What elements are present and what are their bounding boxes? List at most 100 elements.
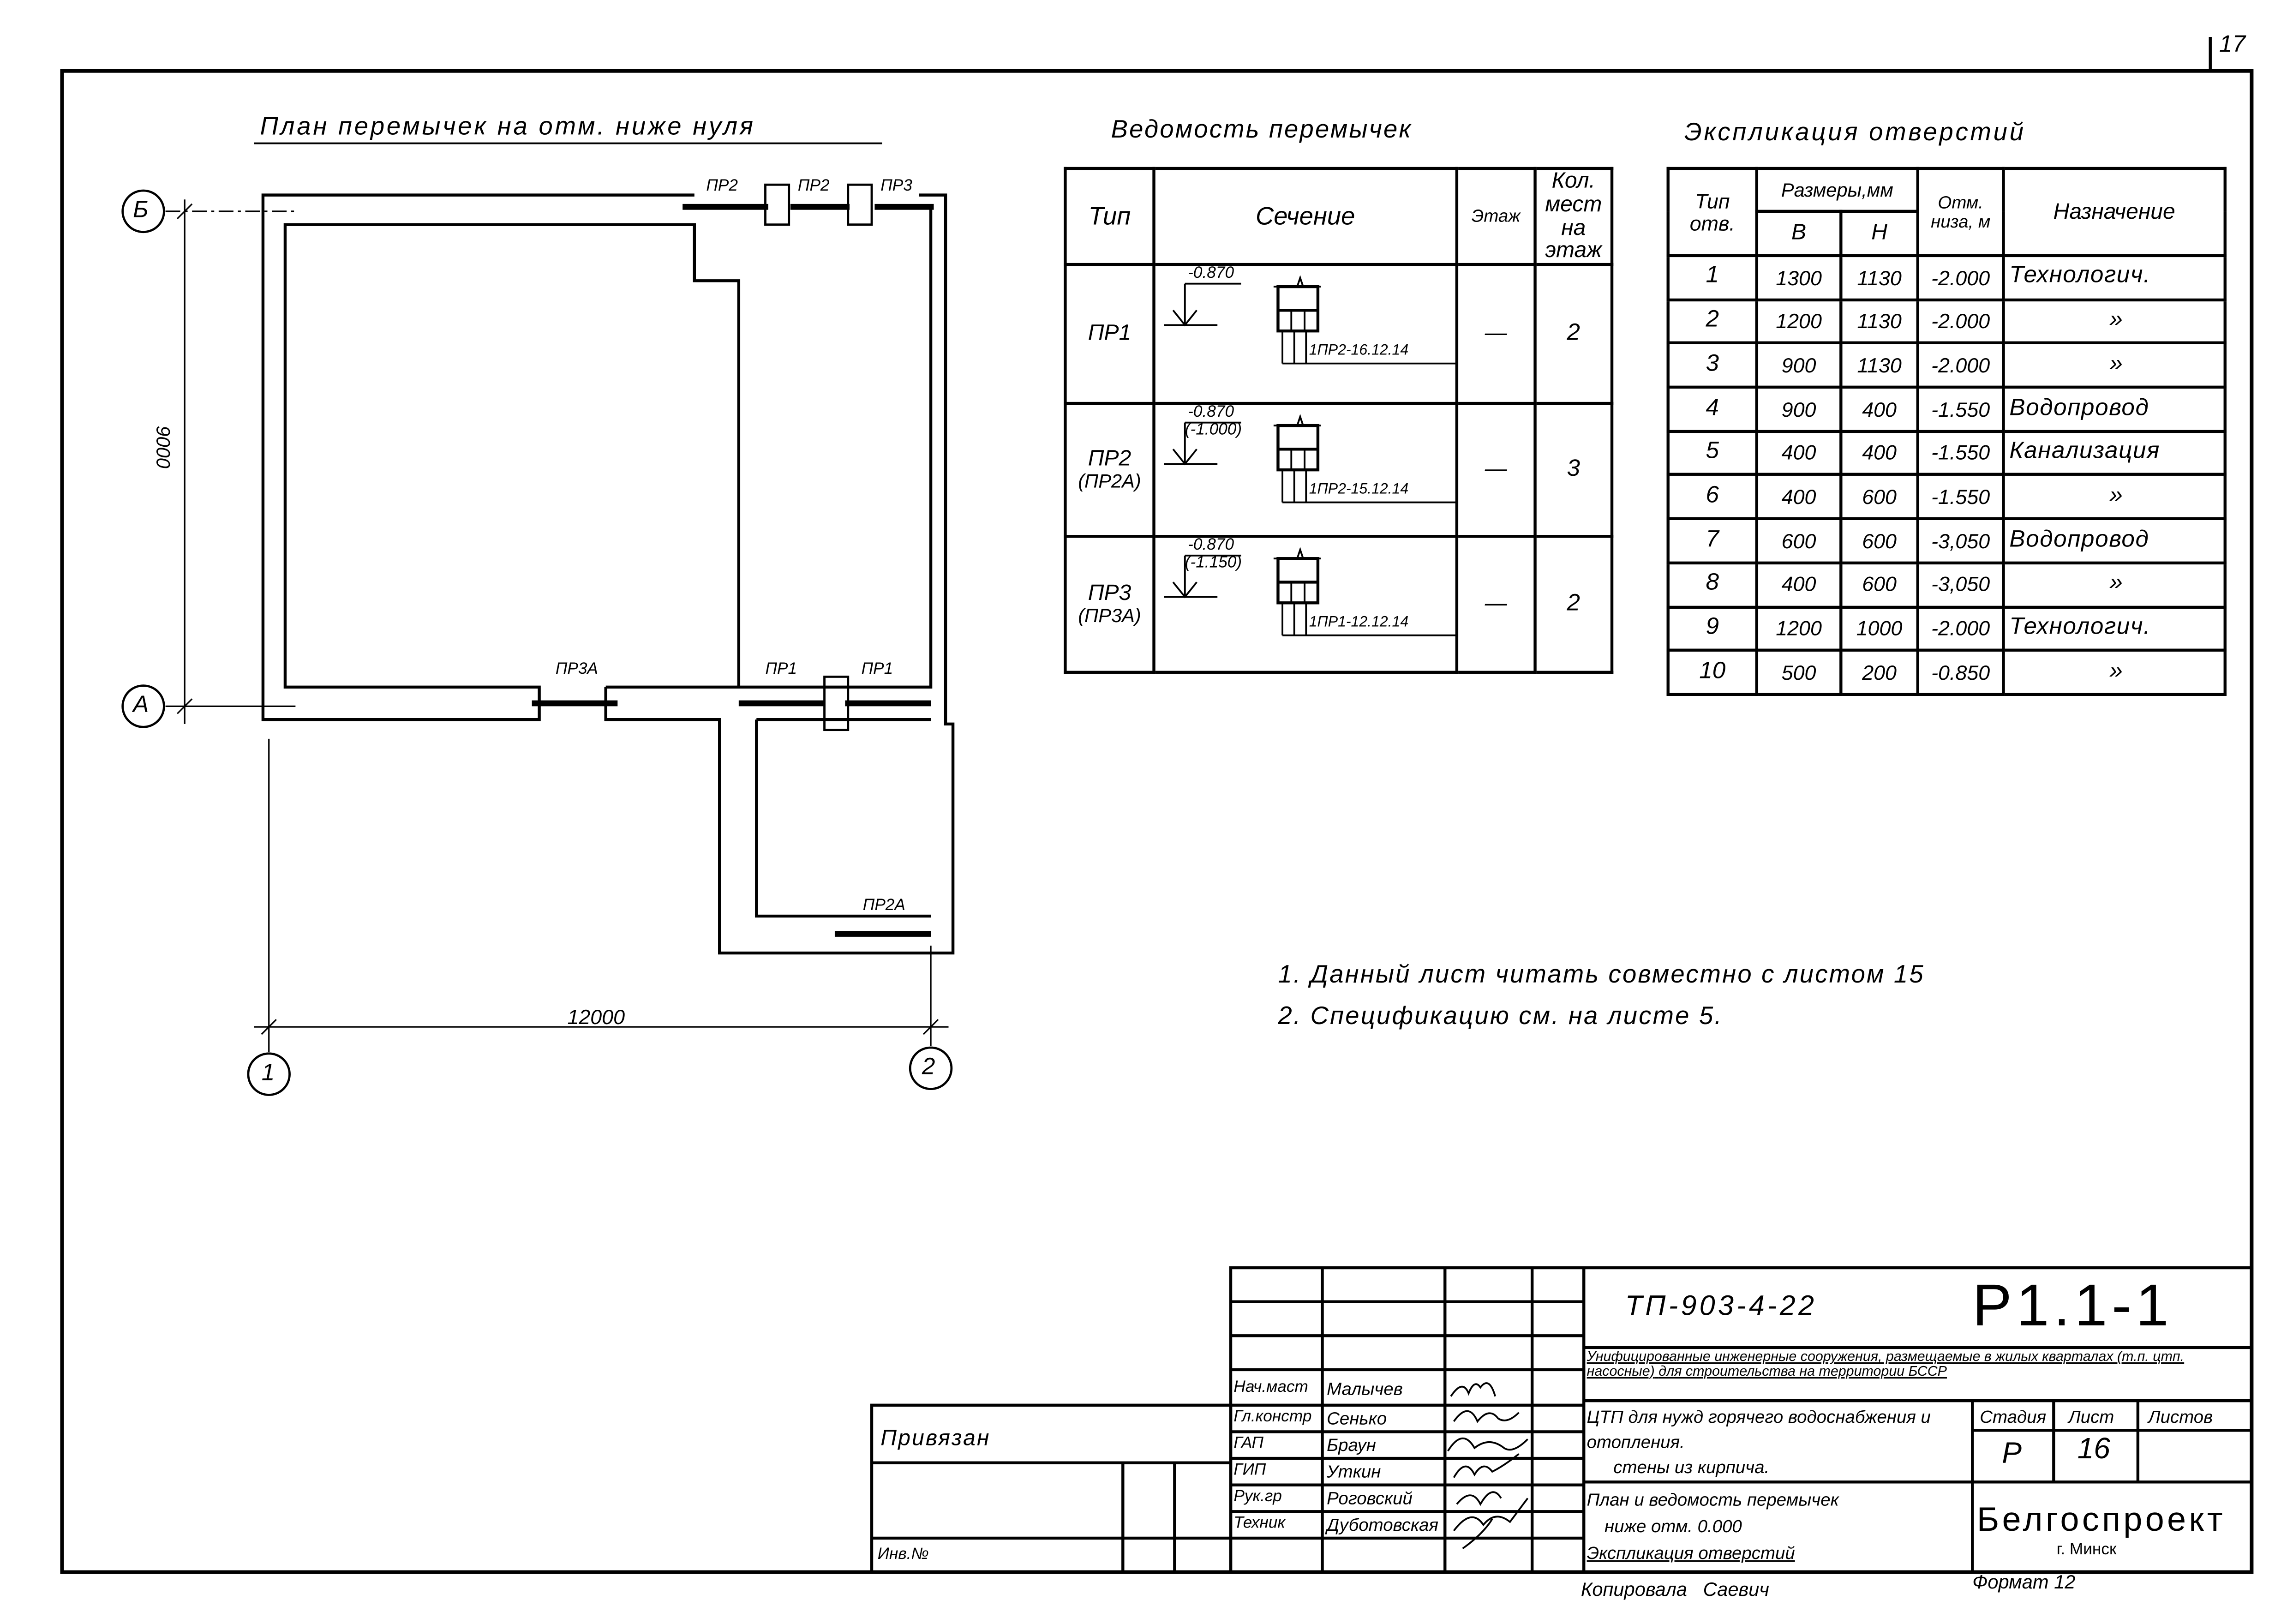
h-cell: 400 <box>1839 385 1920 433</box>
b-cell: 400 <box>1755 561 1843 608</box>
purpose-cell: Водопровод <box>2002 385 2227 433</box>
n-cell: 6 <box>1666 473 1759 521</box>
purpose-cell: » <box>2002 473 2227 521</box>
project-description: Унифицированные инженерные сооружения, р… <box>1587 1350 2249 1378</box>
staff-role: ГИП <box>1233 1461 1266 1479</box>
note-2: 2. Спецификацию см. на листе 5. <box>1278 1001 1723 1030</box>
staff-role: Техник <box>1233 1514 1286 1533</box>
object-name: ЦТП для нужд горячего водоснабжения и от… <box>1587 1405 1968 1480</box>
purpose-cell: » <box>2002 298 2227 345</box>
sheet-number: 17 <box>2219 32 2245 58</box>
type-cell: ПР1 <box>1064 263 1155 405</box>
purpose-cell: Технологич. <box>2002 605 2227 652</box>
staff-name: Дуботовская <box>1327 1514 1439 1535</box>
lintel-mark: 1ПР1-12.12.14 <box>1309 614 1409 631</box>
stage-value: Р <box>2002 1438 2022 1470</box>
staff-name: Браун <box>1327 1434 1376 1456</box>
header-b: В <box>1755 210 1843 258</box>
n-cell: 5 <box>1666 429 1759 477</box>
elev-cell: -1.550 <box>1916 473 2005 521</box>
n-cell: 9 <box>1666 605 1759 652</box>
table-header-row: Тип Сечение Этаж Кол. мест на этаж <box>1064 167 1614 266</box>
city: г. Минск <box>2056 1541 2117 1559</box>
staff-role: ГАП <box>1233 1434 1264 1453</box>
elev-cell: -1.550 <box>1916 429 2005 477</box>
elevation-mark-alt: (-1.000) <box>1185 421 1242 439</box>
stage-label: Стадия <box>1980 1407 2047 1427</box>
b-cell: 500 <box>1755 649 1843 696</box>
h-cell: 200 <box>1839 649 1920 696</box>
lintel-mark: 1ПР2-15.12.14 <box>1309 481 1409 498</box>
purpose-cell: » <box>2002 342 2227 389</box>
h-cell: 1130 <box>1839 298 1920 345</box>
h-cell: 400 <box>1839 429 1920 477</box>
axis-bubbles <box>121 189 953 1096</box>
staff-role: Рук.гр <box>1233 1488 1282 1506</box>
attached-label: Привязан <box>880 1426 991 1451</box>
inventory-label: Инв.№ <box>877 1545 929 1564</box>
table-header-row: В Н <box>1668 210 2225 258</box>
type-cell: ПР2(ПР2А) <box>1064 402 1155 538</box>
floor-cell: — <box>1455 535 1537 674</box>
lintel-type: ПР2 <box>1088 446 1132 472</box>
dimension-12000: 12000 <box>567 1005 625 1029</box>
count-cell: 3 <box>1533 402 1614 538</box>
b-cell: 900 <box>1755 385 1843 433</box>
h-cell: 1130 <box>1839 342 1920 389</box>
h-cell: 600 <box>1839 561 1920 608</box>
axis-label-a: А <box>133 693 149 719</box>
floor-cell: — <box>1455 402 1537 538</box>
sheet-name-line: План и ведомость перемычек <box>1587 1489 1839 1510</box>
lintel-label-pr3a: ПР3А <box>555 660 598 678</box>
object-name-line: ЦТП для нужд горячего водоснабжения и от… <box>1587 1407 1931 1453</box>
h-cell: 1000 <box>1839 605 1920 652</box>
header-elev: Отм. низа, м <box>1916 167 2005 258</box>
table-header-row: Тип отв. Размеры,мм Отм. низа, м Назначе… <box>1666 167 2227 258</box>
h-cell: 600 <box>1839 517 1920 564</box>
header-h: Н <box>1839 210 1920 258</box>
elev-cell: -2.000 <box>1916 605 2005 652</box>
header-type: Тип <box>1064 167 1155 266</box>
n-cell: 1 <box>1666 254 1759 301</box>
staff-name: Уткин <box>1327 1461 1381 1482</box>
staff-name: Малычев <box>1327 1378 1403 1400</box>
header-floor: Этаж <box>1455 167 1537 266</box>
header-count: Кол. мест на этаж <box>1533 167 1614 266</box>
lintel-label-pr1: ПР1 <box>861 660 893 678</box>
n-cell: 7 <box>1666 517 1759 564</box>
table-row: ПР2(ПР2А)-0.870(-1.000)1ПР2-15.12.14—3 <box>1064 402 1614 538</box>
section-sketch <box>1164 275 1459 365</box>
axis-label-b: Б <box>133 198 149 223</box>
staff-role: Нач.маст <box>1233 1378 1308 1396</box>
project-code: ТП-903-4-22 <box>1625 1291 1817 1323</box>
purpose-cell: Водопровод <box>2002 517 2227 564</box>
purpose-cell: » <box>2002 561 2227 608</box>
object-name-line: стены из кирпича. <box>1613 1456 1770 1478</box>
sheets-label: Листов <box>2148 1407 2213 1427</box>
title-block-lines <box>870 1266 2253 1574</box>
format: Формат 12 <box>1972 1570 2076 1593</box>
elev-cell: -3,050 <box>1916 517 2005 564</box>
elevation-mark-alt: (-1.150) <box>1185 554 1242 572</box>
b-cell: 1300 <box>1755 254 1843 301</box>
project-description-line: Унифицированные инженерные сооружения, р… <box>1587 1349 2185 1379</box>
staff-name: Сенько <box>1327 1408 1387 1429</box>
lintel-label-pr1: ПР1 <box>765 660 797 678</box>
n-cell: 2 <box>1666 298 1759 345</box>
n-cell: 4 <box>1666 385 1759 433</box>
elev-cell: -0.850 <box>1916 649 2005 696</box>
lintel-label-pr2: ПР2 <box>706 177 738 195</box>
dimension-lines <box>165 199 949 1052</box>
lintel-type: ПР3 <box>1088 581 1132 606</box>
lintel-marks <box>532 204 934 937</box>
type-cell: ПР3(ПР3А) <box>1064 535 1155 674</box>
